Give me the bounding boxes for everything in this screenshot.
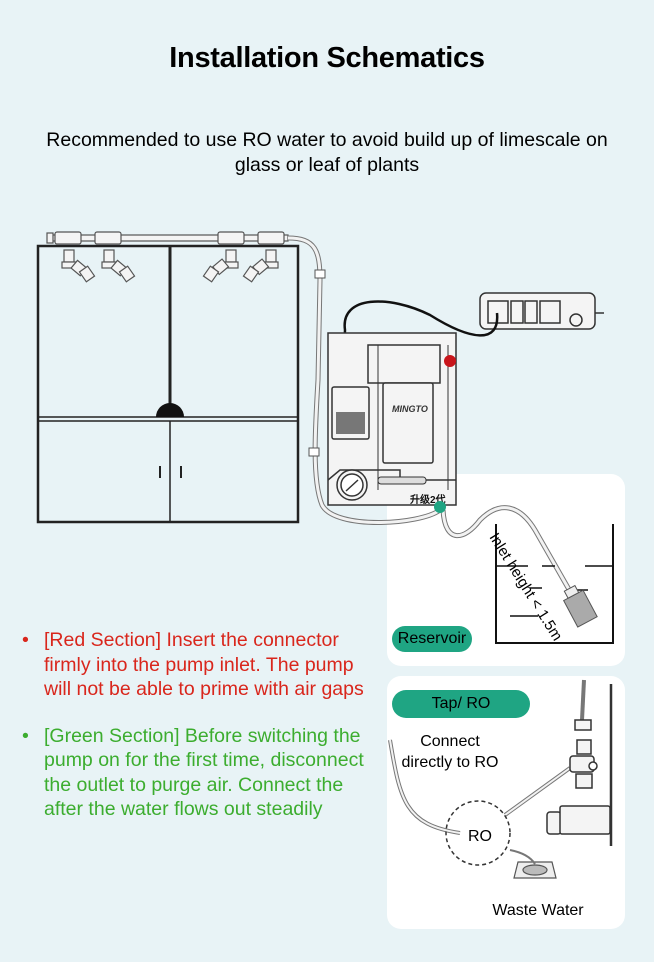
power-cable xyxy=(341,300,499,386)
pump-brand-logo: MINGTO xyxy=(392,404,428,414)
note-text: [Green Section] Before switching the pum… xyxy=(44,724,364,821)
ro-label: RO xyxy=(468,828,492,845)
water-tap-valve xyxy=(546,679,613,846)
red-section-marker xyxy=(444,355,456,367)
hose-clip-icon xyxy=(314,269,326,279)
bullet-icon: • xyxy=(22,724,29,747)
power-strip xyxy=(479,292,604,330)
mist-nozzles xyxy=(61,249,279,283)
spray-manifold xyxy=(46,231,289,245)
aquarium-cabinet xyxy=(36,244,300,524)
tap-ro-panel xyxy=(387,676,625,929)
bullet-icon: • xyxy=(22,629,29,651)
pump-unit xyxy=(327,332,457,506)
hose-clip-icon xyxy=(308,447,320,457)
reservoir-bucket xyxy=(495,524,614,644)
inlet-filter-icon xyxy=(562,584,598,628)
tap-ro-pill: Tap/ RO xyxy=(392,690,530,718)
green-section-marker xyxy=(434,501,446,513)
connect-ro-label: Connect directly to RO xyxy=(401,733,499,771)
page-subtitle: Recommended to use RO water to avoid bui… xyxy=(46,129,608,176)
reservoir-pill: Reservoir xyxy=(392,626,472,652)
waste-water-label: Waste Water xyxy=(492,902,584,919)
overflow-dome-icon xyxy=(156,403,184,417)
instruction-notes: • [Red Section] Insert the connector fir… xyxy=(20,628,380,844)
floor-drain-icon xyxy=(513,861,557,879)
ro-unit-outline xyxy=(445,800,511,866)
green-section-note: • [Green Section] Before switching the p… xyxy=(20,724,380,822)
note-text: [Red Section] Insert the connector firml… xyxy=(44,629,364,700)
page-title: Installation Schematics xyxy=(169,42,485,74)
red-section-note: • [Red Section] Insert the connector fir… xyxy=(20,628,380,702)
